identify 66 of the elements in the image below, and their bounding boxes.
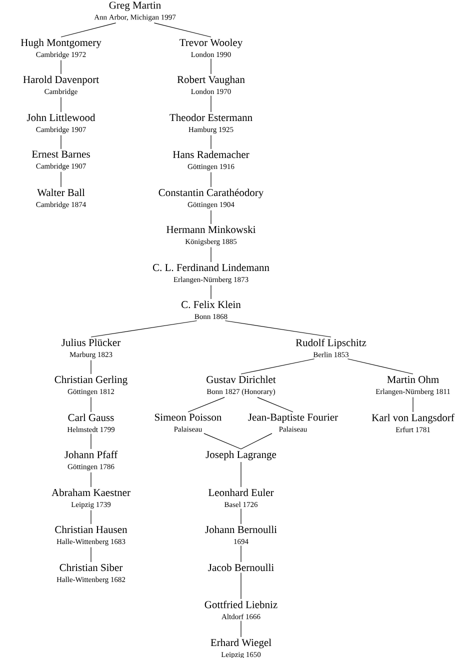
connector-line [90, 397, 92, 412]
connector-line [240, 462, 242, 488]
connector-line [60, 60, 62, 74]
connector-line [204, 433, 242, 450]
person-name: Christian Gerling [54, 376, 128, 386]
person-name: Theodor Estermann [170, 114, 252, 122]
connector-line [90, 472, 92, 488]
person-name: Johann Bernoulli [205, 526, 277, 534]
connector-line [240, 572, 242, 600]
connector-line [60, 22, 116, 38]
person-name: John Littlewood [26, 114, 96, 122]
person-name: C. L. Ferdinand Lindemann [152, 264, 270, 272]
person-name: Simeon Poisson [155, 414, 222, 421]
connector-line [224, 320, 332, 338]
person-name: Greg Martin [109, 2, 161, 11]
connector-line [90, 360, 92, 374]
connector-line [240, 545, 242, 562]
person-name: Ernest Barnes [32, 150, 90, 158]
connector-line [210, 285, 212, 300]
person-name: Christian Siber [60, 564, 123, 572]
person-name: Julius Plücker [62, 338, 121, 346]
connector-line [210, 58, 212, 74]
connector-line [60, 97, 62, 112]
person-name: Leonhard Euler [208, 488, 274, 496]
connector-line [210, 135, 212, 150]
person-name: Abraham Kaestner [52, 488, 130, 496]
person-name: Carl Gauss [68, 414, 114, 422]
connector-line [60, 172, 62, 188]
connector-line [412, 397, 414, 412]
person-name: Jacob Bernoulli [208, 564, 274, 572]
person-name: Constantin Carathéodory [158, 188, 264, 198]
connector-line [154, 22, 212, 38]
person-name: Christian Hausen [55, 526, 128, 534]
connector-line [60, 135, 62, 150]
person-name: C. Felix Klein [182, 300, 241, 308]
connector-line [210, 95, 212, 112]
connector-line [347, 358, 414, 374]
person-name: Walter Ball [37, 188, 85, 196]
person-name: Hans Rademacher [172, 150, 250, 158]
person-name: Trevor Wooley [180, 38, 243, 48]
person-name: Erhard Wiegel [210, 638, 272, 648]
connector-line [90, 320, 198, 338]
person-name: Rudolf Lipschitz [296, 338, 366, 348]
connector-line [240, 508, 242, 524]
connector-line [257, 397, 294, 412]
connector-line [90, 433, 92, 450]
person-name: Joseph Lagrange [206, 450, 276, 460]
connector-line [210, 172, 212, 188]
person-name: Jean-Baptiste Fourier [248, 414, 338, 423]
connector-line [240, 433, 272, 450]
connector-line [210, 247, 212, 262]
connector-line [240, 358, 315, 374]
person-name: Gustav Dirichlet [206, 376, 276, 384]
connector-line [210, 210, 212, 224]
person-name: Hermann Minkowski [166, 226, 256, 234]
person-name: Robert Vaughan [177, 76, 245, 86]
person-name: Harold Davenport [23, 76, 99, 86]
person-name: Karl von Langsdorf [372, 414, 454, 424]
connector-line [188, 397, 225, 412]
connector-line [90, 547, 92, 562]
connector-line [90, 510, 92, 524]
connector-line [240, 620, 242, 638]
person-name: Martin Ohm [387, 376, 439, 384]
person-name: Hugh Montgomery [20, 38, 102, 48]
person-name: Johann Pfaff [64, 450, 118, 458]
person-name: Gottfried Liebniz [204, 600, 278, 608]
